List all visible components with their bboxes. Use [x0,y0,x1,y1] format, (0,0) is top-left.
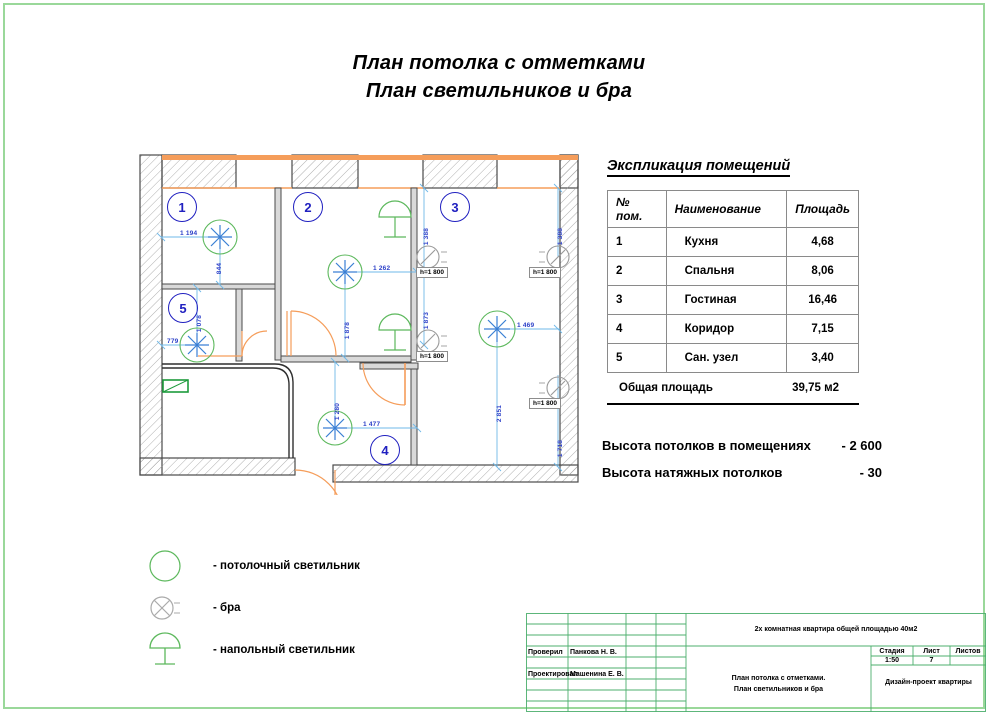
sconce-icon [143,591,205,625]
sheet-label: Лист [923,648,940,655]
dimension-text: 1 262 [373,265,391,272]
cell-name: Гостиная [665,285,788,315]
legend-item-sconce: - бра [143,587,360,629]
dimension-text: 844 [216,262,224,275]
stage-value: 1:50 [884,657,899,664]
dimension-text: 2 851 [496,404,504,423]
legend-item-ceiling-lamp: - потолочный светильник [143,545,360,587]
title-block-footer: Дизайн-проект квартиры [885,679,972,686]
total-area-label: Общая площадь [619,382,713,394]
column-header-number: № пом. [607,190,667,228]
room-number-1: 1 [167,192,197,222]
ceiling-height-value: - 2 600 [841,438,882,453]
table-row: 3 Гостиная 16,46 [607,285,859,315]
sconce-height-tag: h=1 800 [529,398,562,409]
ceiling-lamp-icon [143,549,205,583]
explication-table: № пом. Наименование Площадь 1 Кухня 4,68… [607,190,859,373]
legend-item-floor-lamp: - напольный светильник [143,629,360,671]
title-block: Проверил Панкова Н. В. Проектировал Маше… [526,613,986,712]
dimension-text: 1 280 [334,402,342,421]
cell-area: 3,40 [786,343,859,373]
dimension-text: 1 873 [423,311,431,330]
sconce-height-tag: h=1 800 [529,267,562,278]
dimension-text: 1 078 [196,314,204,333]
room-number-3: 3 [440,192,470,222]
drawing-sheet: План потолка с отметками План светильник… [3,3,988,712]
plan-green-marker [162,379,189,393]
cell-name: Коридор [665,314,788,344]
cell-number: 2 [607,256,667,286]
table-row: 4 Коридор 7,15 [607,314,859,344]
explication-heading: Экспликация помещений [607,158,791,177]
ceiling-height-label: Высота потолков в помещениях [602,438,811,453]
dimension-text: 1 388 [423,227,431,246]
checked-role-label: Проверил [528,649,563,656]
sheets-label: Листов [955,648,981,655]
project-name: 2х комнатная квартира общей площадью 40м… [754,626,918,633]
cell-area: 8,06 [786,256,859,286]
table-header-row: № пом. Наименование Площадь [607,190,859,228]
cell-number: 4 [607,314,667,344]
dimension-text: 1 878 [344,321,352,340]
column-header-name: Наименование [665,190,788,228]
plan-green-marker-line [162,379,189,393]
sconce-height-tag: h=1 800 [416,351,449,362]
dimension-text: 1 469 [517,322,535,329]
floor-plan: 1 2 3 4 5 1 194 844 1 078 779 1 262 1 87… [135,145,580,519]
room-number-4: 4 [370,435,400,465]
floor-lamps [378,200,412,351]
stretch-ceiling-value: - 30 [859,465,882,480]
exterior-walls [139,154,579,483]
sheet-value: 7 [929,657,934,664]
designed-name: Машенина Е. В. [570,671,624,678]
cell-number: 5 [607,343,667,373]
cell-name: Сан. узел [665,343,788,373]
total-area-value: 39,75 м2 [792,382,839,394]
drawing-title: План потолка с отметками План светильник… [5,49,988,105]
legend-label: - напольный светильник [213,644,355,656]
stage-label: Стадия [879,648,905,655]
column-header-area: Площадь [786,190,859,228]
designed-role-label: Проектировал [528,671,578,678]
legend-block: - потолочный светильник - бра [143,545,360,671]
checked-name: Панкова Н. В. [570,649,617,656]
ceiling-height-notes: Высота потолков в помещениях - 2 600 Выс… [602,438,882,492]
stretch-ceiling-label: Высота натяжных потолков [602,465,783,480]
room-number-5: 5 [168,293,198,323]
table-row: 1 Кухня 4,68 [607,227,859,257]
stretch-ceiling-note: Высота натяжных потолков - 30 [602,465,882,480]
total-area-row: Общая площадь 39,75 м2 [607,382,859,405]
legend-label: - потолочный светильник [213,560,360,572]
ceiling-lamps [179,219,516,446]
legend-label: - бра [213,602,241,614]
dimension-text: 1 194 [180,230,198,237]
cell-area: 7,15 [786,314,859,344]
cell-number: 3 [607,285,667,315]
sheet-title-line-1: План потолка с отметками. [731,675,826,682]
room-number-2: 2 [293,192,323,222]
explication-block: Экспликация помещений № пом. Наименовани… [607,157,859,405]
title-line-2: План светильников и бра [365,80,633,102]
table-row: 2 Спальня 8,06 [607,256,859,286]
cell-name: Спальня [665,256,788,286]
floor-lamp-icon [143,632,205,668]
table-row: 5 Сан. узел 3,40 [607,343,859,373]
ceiling-height-note: Высота потолков в помещениях - 2 600 [602,438,882,453]
dimension-text: 779 [167,338,179,345]
dimension-text: 1 477 [363,421,381,428]
cell-area: 4,68 [786,227,859,257]
cell-number: 1 [607,227,667,257]
dimension-lines [156,183,563,472]
cell-area: 16,46 [786,285,859,315]
title-line-1: План потолка с отметками [352,52,646,74]
dimension-text: 1 388 [557,227,565,246]
sheet-title-line-2: План светильников и бра [733,686,824,693]
sconce-height-tag: h=1 800 [416,267,449,278]
dimension-text: 1 718 [557,439,565,458]
cell-name: Кухня [665,227,788,257]
lower-left-room [162,363,294,458]
